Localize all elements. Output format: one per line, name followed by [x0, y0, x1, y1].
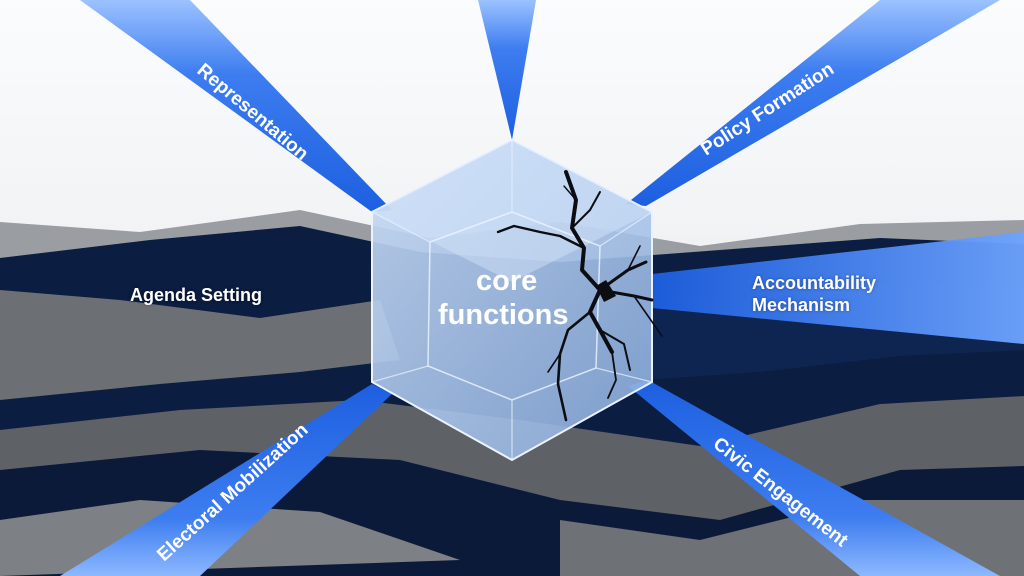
beam-top	[478, 0, 536, 140]
beam-representation	[80, 0, 392, 212]
label-accountability-line1: Accountability	[752, 273, 877, 293]
core-cube: core functions	[371, 138, 663, 462]
core-label-line1: core	[476, 265, 537, 297]
beam-civic-engagement	[628, 380, 1000, 576]
beams	[60, 0, 1024, 576]
beam-policy-formation	[626, 0, 1000, 206]
label-accountability-mechanism: Accountability Mechanism	[752, 272, 876, 316]
label-accountability-line2: Mechanism	[752, 295, 851, 315]
beam-electoral-mobilization	[60, 384, 392, 576]
core-label-line2: functions	[438, 299, 569, 331]
label-agenda-setting: Agenda Setting	[130, 285, 263, 305]
beam-accountability	[652, 232, 1024, 344]
